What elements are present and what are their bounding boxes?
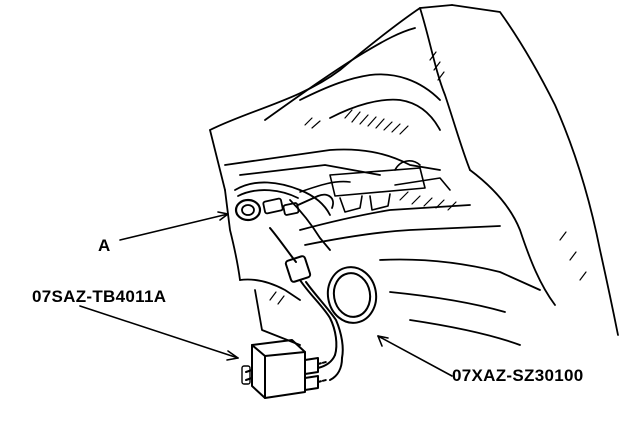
leader-a xyxy=(119,213,229,241)
leader-tool xyxy=(79,305,239,359)
leader-cable xyxy=(377,335,453,377)
tool-module xyxy=(241,339,327,399)
vehicle-body-panel xyxy=(209,4,619,346)
callout-cable-part-number: 07XAZ-SZ30100 xyxy=(452,366,584,385)
wire-harness xyxy=(234,181,334,251)
arrowhead-cable xyxy=(377,335,389,347)
test-cable-coil xyxy=(269,227,378,381)
callout-tool-part-number: 07SAZ-TB4011A xyxy=(32,287,167,306)
arrowhead-a xyxy=(217,211,229,221)
arrowhead-tool xyxy=(226,350,239,361)
bracket-assembly xyxy=(299,160,451,213)
callout-part-a: A xyxy=(98,236,111,255)
leader-lines xyxy=(79,211,453,377)
shading-hatch xyxy=(269,51,587,305)
